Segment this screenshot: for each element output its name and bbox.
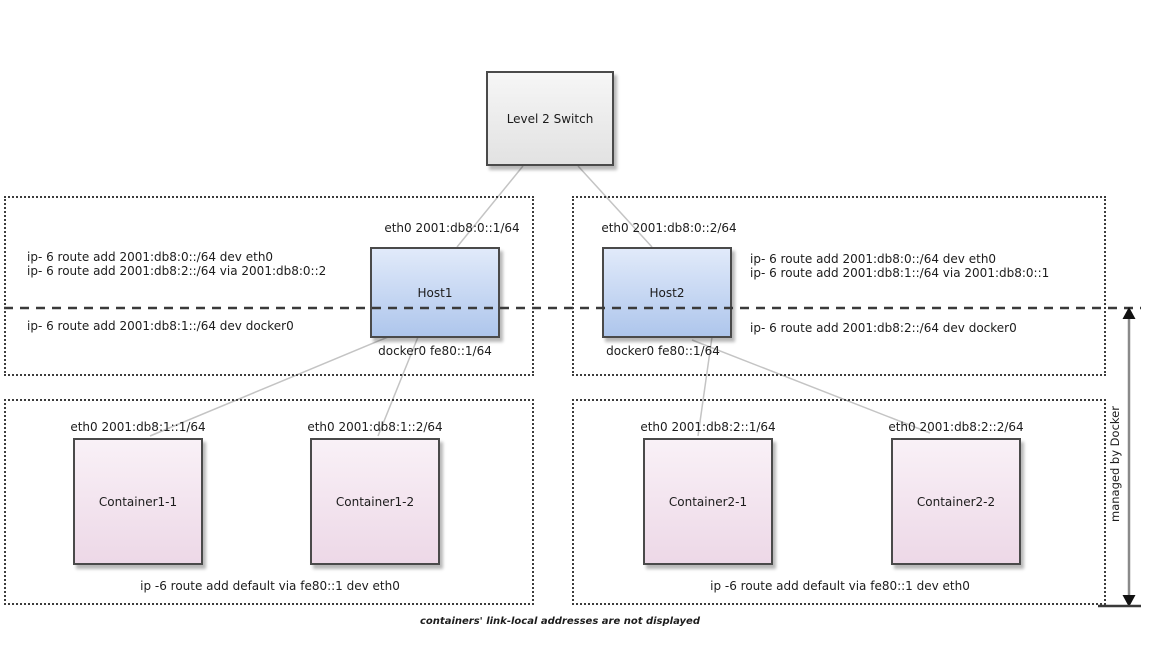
level2-switch-label: Level 2 Switch [506, 111, 594, 126]
host2-eth-routes: ip- 6 route add 2001:db8:0::/64 dev eth0… [750, 252, 1049, 280]
host1-node: Host1 [370, 247, 500, 338]
host2-node: Host2 [602, 247, 732, 338]
host1-eth-routes: ip- 6 route add 2001:db8:0::/64 dev eth0… [27, 250, 326, 278]
container1-1-label: Container1-1 [98, 494, 178, 509]
container1-1-eth0-address-label: eth0 2001:db8:1::1/64 [70, 420, 206, 434]
containers1-default-route-label: ip -6 route add default via fe80::1 dev … [140, 579, 400, 593]
container1-1-node: Container1-1 [73, 438, 203, 565]
container2-2-eth0-address-label: eth0 2001:db8:2::2/64 [888, 420, 1024, 434]
host1-label: Host1 [417, 285, 453, 300]
arrowhead-down-icon [1122, 595, 1136, 607]
host2-label: Host2 [649, 285, 685, 300]
host1-eth-route-2: ip- 6 route add 2001:db8:2::/64 via 2001… [27, 264, 327, 278]
managed-by-docker-label: managed by Docker [1108, 406, 1122, 523]
host2-docker-route: ip- 6 route add 2001:db8:2::/64 dev dock… [750, 321, 1017, 335]
container1-2-label: Container1-2 [335, 494, 415, 509]
container2-1-node: Container2-1 [643, 438, 773, 565]
arrowhead-up-icon [1122, 307, 1136, 319]
footnote-label: containers' link-local addresses are not… [420, 616, 700, 627]
host1-eth0-address-label: eth0 2001:db8:0::1/64 [384, 221, 520, 235]
host2-eth-route-1: ip- 6 route add 2001:db8:0::/64 dev eth0 [750, 252, 997, 266]
host2-eth-route-2: ip- 6 route add 2001:db8:1::/64 via 2001… [750, 266, 1050, 280]
container1-2-node: Container1-2 [310, 438, 440, 565]
level2-switch-node: Level 2 Switch [486, 71, 614, 166]
containers2-default-route-label: ip -6 route add default via fe80::1 dev … [710, 579, 970, 593]
host2-eth0-address-label: eth0 2001:db8:0::2/64 [601, 221, 737, 235]
host1-docker-route: ip- 6 route add 2001:db8:1::/64 dev dock… [27, 319, 294, 333]
host1-docker0-address-label: docker0 fe80::1/64 [378, 344, 492, 358]
container2-1-label: Container2-1 [668, 494, 748, 509]
container2-1-eth0-address-label: eth0 2001:db8:2::1/64 [640, 420, 776, 434]
host2-docker0-address-label: docker0 fe80::1/64 [606, 344, 720, 358]
container2-2-node: Container2-2 [891, 438, 1021, 565]
host1-eth-route-1: ip- 6 route add 2001:db8:0::/64 dev eth0 [27, 250, 274, 264]
container2-2-label: Container2-2 [916, 494, 996, 509]
container1-2-eth0-address-label: eth0 2001:db8:1::2/64 [307, 420, 443, 434]
